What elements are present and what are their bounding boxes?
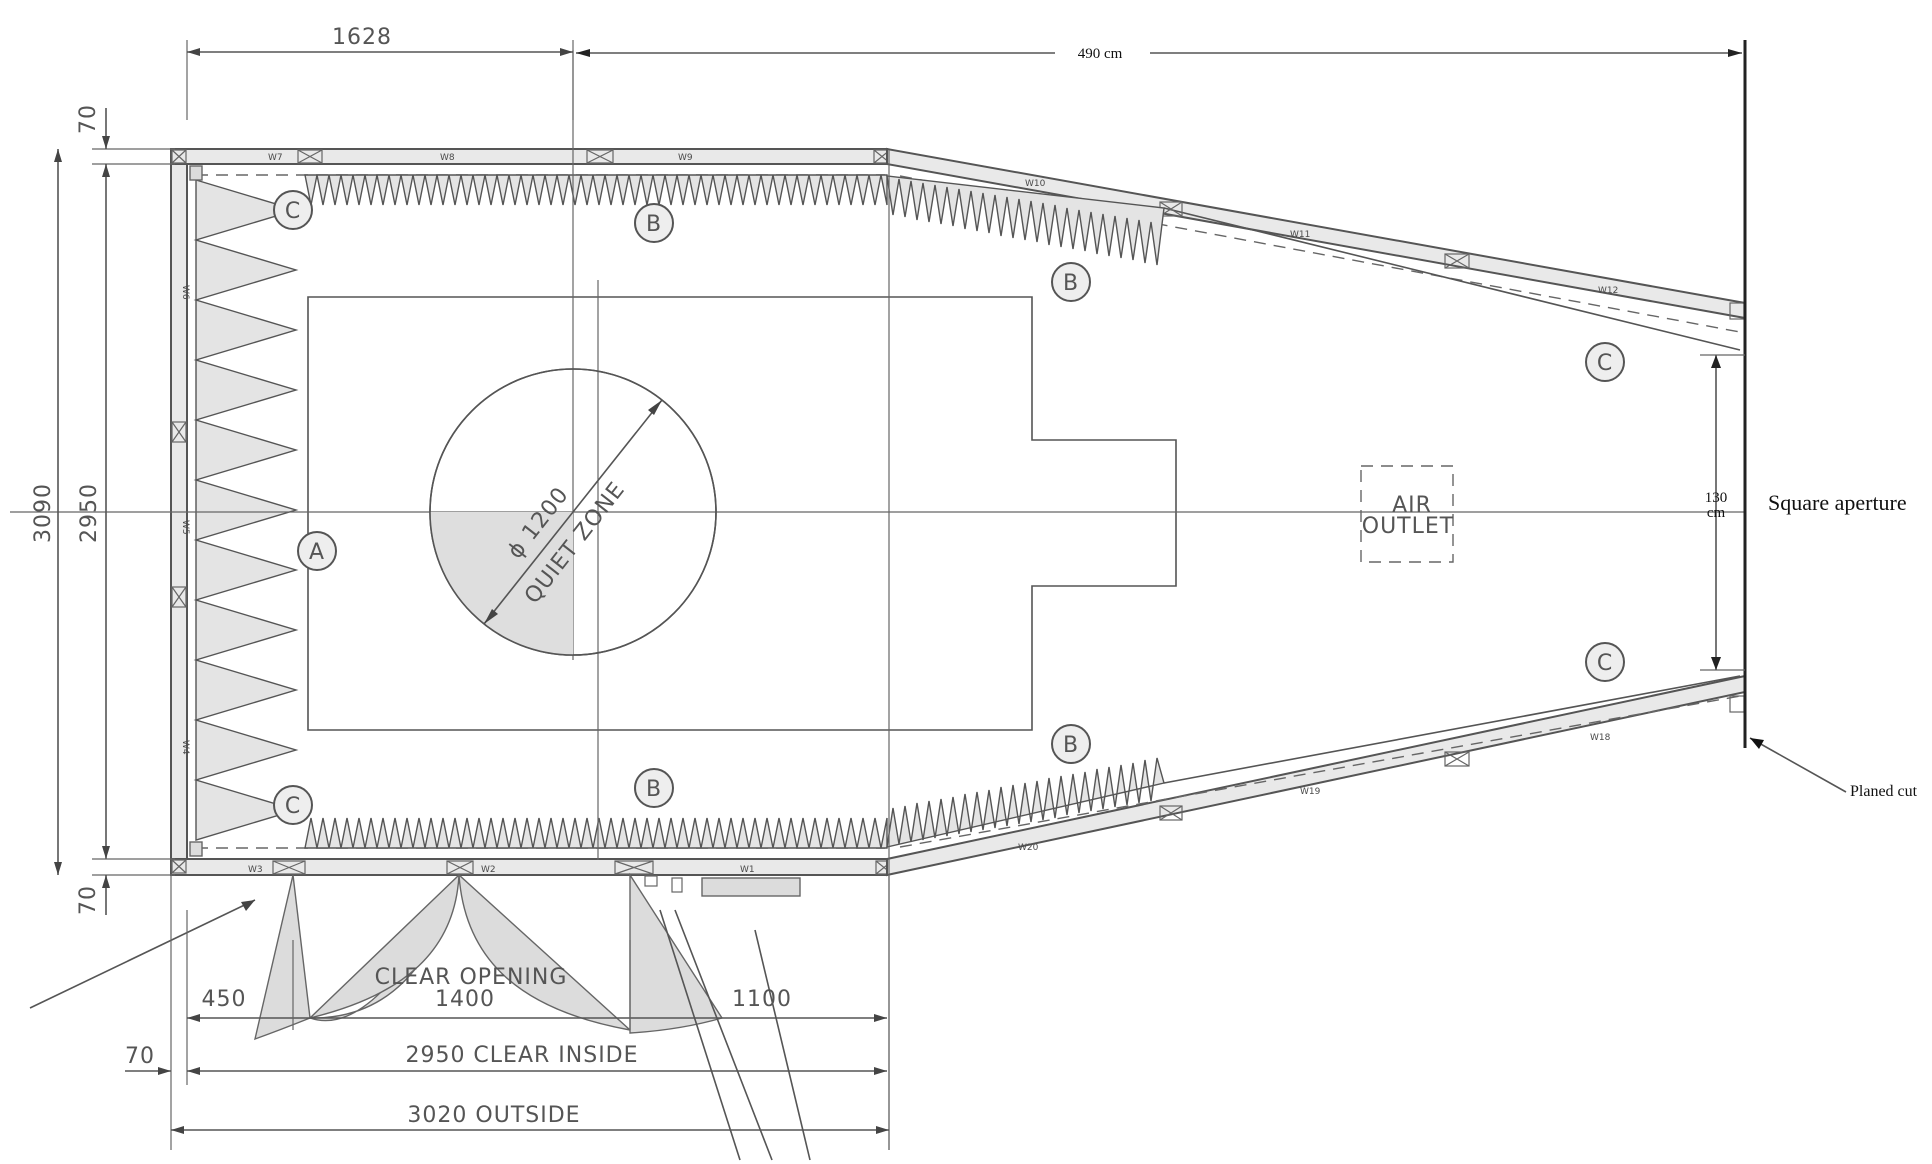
clear-opening-value: 1400: [435, 987, 495, 1012]
dim-bottom-wall: 70: [76, 885, 101, 915]
marker-b-bottom-right: B: [1051, 724, 1091, 764]
wall-code-w10: W10: [1025, 179, 1046, 189]
wall-code-w18: W18: [1590, 733, 1611, 743]
svg-text:B: B: [1063, 271, 1079, 296]
air-outlet: AIR OUTLET: [1360, 465, 1454, 563]
dim-left-inner: 2950: [77, 483, 102, 543]
left-absorber-column: [193, 179, 299, 841]
clear-opening-label: CLEAR OPENING: [375, 965, 568, 990]
marker-b-top-right: B: [1051, 262, 1091, 302]
planed-cut-label: Planed cut: [1850, 783, 1918, 800]
wall-code-w1: W1: [740, 865, 755, 875]
square-aperture-label: Square aperture: [1768, 490, 1907, 515]
svg-text:B: B: [646, 212, 662, 237]
doors: [29, 872, 811, 1161]
svg-text:C: C: [1597, 651, 1613, 676]
dim-bottom-wall-left: 70: [125, 1044, 155, 1069]
air-outlet-label-line2: OUTLET: [1362, 514, 1454, 539]
aperture: 130 cm Square aperture Planed cut: [1700, 40, 1918, 800]
upper-taper-absorbers: [886, 175, 1165, 266]
dim-outside: 3020 OUTSIDE: [407, 1103, 580, 1128]
wall-code-w11: W11: [1290, 230, 1310, 240]
dim-door-left: 450: [202, 987, 247, 1012]
marker-b-top-left: B: [634, 203, 674, 243]
wall-code-w6: W6: [180, 285, 190, 300]
wall-code-w8: W8: [440, 153, 455, 163]
dim-left-outer: 3090: [31, 483, 56, 543]
lower-taper-absorbers: [886, 757, 1165, 848]
wall-code-w12: W12: [1598, 286, 1618, 296]
dim-top-wall: 70: [76, 104, 101, 134]
marker-c-top-left: C: [273, 190, 313, 230]
door-leaf-right: [629, 872, 724, 1034]
wall-code-w4: W4: [180, 740, 190, 755]
taper-walls: [886, 147, 1746, 877]
svg-text:C: C: [1597, 351, 1613, 376]
aperture-height-unit: cm: [1707, 505, 1726, 521]
wall-code-w20: W20: [1018, 843, 1039, 853]
equipment-panel: [701, 877, 801, 897]
dim-clear-inside: 2950 CLEAR INSIDE: [405, 1043, 638, 1068]
marker-b-bottom-left: B: [634, 768, 674, 808]
wall-code-w19: W19: [1300, 787, 1321, 797]
bottom-absorber-row: [304, 817, 888, 849]
svg-text:A: A: [309, 540, 325, 565]
marker-a: A: [297, 531, 337, 571]
marker-c-bottom-right: C: [1585, 642, 1625, 682]
wall-code-w5: W5: [180, 520, 190, 535]
door-leaf-left: [254, 874, 311, 1041]
air-outlet-label-line1: AIR: [1392, 493, 1432, 518]
wall-codes: W7 W8 W9 W10 W11 W12 W3 W2 W1 W20 W19 W1…: [180, 153, 1618, 875]
door-leaf-centre-left: [307, 873, 460, 1020]
lower-taper-wall: [886, 674, 1746, 877]
dim-top-left: 1628: [332, 25, 392, 50]
top-absorber-row: [304, 174, 888, 206]
marker-c-bottom-left: C: [273, 785, 313, 825]
taper-joints: [1159, 201, 1745, 821]
wall-code-w3: W3: [248, 865, 263, 875]
wall-code-w9: W9: [678, 153, 693, 163]
svg-text:C: C: [285, 199, 301, 224]
marker-c-top-right: C: [1585, 342, 1625, 382]
svg-text:C: C: [285, 794, 301, 819]
dim-top-right: 490 cm: [1078, 46, 1123, 62]
dimension-lines: 1628 490 cm 70 3090 2950 70 70: [31, 25, 1742, 1150]
wall-code-w2: W2: [481, 865, 496, 875]
position-markers: A B B B B C C C C: [273, 190, 1625, 825]
absorbers: [189, 165, 1165, 857]
air-outlet-box: [1360, 465, 1454, 563]
dim-door-right: 1100: [732, 987, 792, 1012]
svg-text:B: B: [1063, 733, 1079, 758]
door-leaf-centre-right: [458, 873, 633, 1032]
svg-text:B: B: [646, 777, 662, 802]
test-platform-outline: [307, 296, 1177, 731]
aperture-height-value: 130: [1705, 490, 1728, 506]
wall-code-w7: W7: [268, 153, 283, 163]
